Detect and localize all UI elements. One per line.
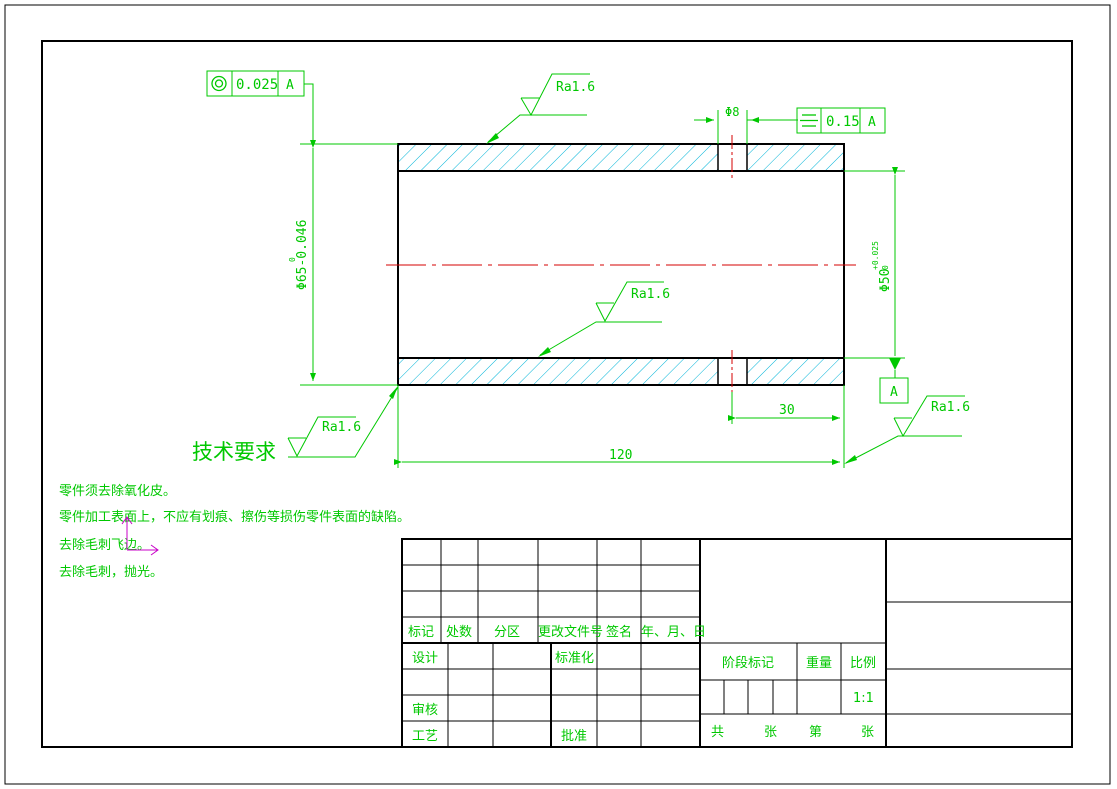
datum-label: A bbox=[890, 385, 898, 400]
tech-requirement-item: 去除毛刺，抛光。 bbox=[59, 565, 163, 580]
header-count: 处数 bbox=[446, 625, 472, 640]
hole-diameter-text: Φ8 bbox=[725, 105, 739, 119]
dimension-lines bbox=[288, 83, 962, 468]
tech-requirements-title: 技术要求 bbox=[192, 440, 276, 464]
inner-diameter-dimension: Φ50 +0.025 0 bbox=[871, 241, 893, 292]
header-zone: 分区 bbox=[494, 625, 520, 640]
roughness-label-left: Ra1.6 bbox=[322, 420, 361, 435]
outer-sheet-border bbox=[4, 4, 1111, 785]
tech-requirement-item: 去除毛刺飞边。 bbox=[59, 538, 150, 553]
label-review: 审核 bbox=[412, 703, 438, 718]
tech-requirement-item: 零件加工表面上，不应有划痕、擦伤等损伤零件表面的缺陷。 bbox=[59, 509, 410, 525]
header-date: 年、月、日 bbox=[641, 625, 706, 640]
symmetry-tolerance-frame: 0.15 A bbox=[796, 107, 886, 134]
hatch-top-right bbox=[747, 144, 844, 171]
label-weight: 重量 bbox=[806, 655, 832, 671]
symmetry-value: 0.15 bbox=[826, 114, 860, 130]
label-standardize: 标准化 bbox=[555, 651, 594, 666]
part-section-view bbox=[386, 135, 856, 392]
slot-offset-text: 30 bbox=[779, 403, 795, 418]
title-block-text: 标记 处数 分区 更改文件号 签名 年、月、日 设计 标准化 审核 工艺 批准 … bbox=[408, 624, 876, 744]
roughness-label-top: Ra1.6 bbox=[556, 80, 595, 95]
label-approve: 批准 bbox=[561, 729, 587, 744]
title-block-grid bbox=[401, 538, 1073, 748]
label-sheet-no: 第 bbox=[809, 725, 822, 740]
roughness-symbols bbox=[287, 73, 965, 458]
outer-diameter-upper: 0 bbox=[288, 257, 297, 262]
outer-diameter-dimension: Φ65-0.046 0 bbox=[288, 220, 310, 290]
tech-requirement-item: 零件须去除氧化皮。 bbox=[59, 484, 176, 499]
datum-feature: A bbox=[879, 358, 909, 404]
length-text: 120 bbox=[609, 448, 632, 463]
roughness-label-bore: Ra1.6 bbox=[631, 287, 670, 302]
coaxiality-value: 0.025 bbox=[236, 77, 278, 93]
ucs-icon bbox=[121, 516, 159, 556]
symmetry-datum: A bbox=[868, 115, 876, 130]
header-signature: 签名 bbox=[606, 624, 632, 640]
label-sheet-total: 共 bbox=[711, 725, 724, 740]
inner-diameter-upper: +0.025 bbox=[871, 241, 880, 270]
label-scale: 比例 bbox=[850, 656, 876, 671]
header-mark: 标记 bbox=[408, 625, 434, 640]
hatch-top-left bbox=[398, 144, 718, 171]
coaxiality-datum: A bbox=[286, 78, 294, 93]
header-change-doc: 更改文件号 bbox=[538, 625, 603, 640]
label-stage-mark: 阶段标记 bbox=[722, 656, 774, 671]
outer-diameter-text: Φ65-0.046 bbox=[295, 220, 310, 290]
label-sheet-unit: 张 bbox=[861, 725, 874, 740]
inner-diameter-lower: 0 bbox=[881, 265, 890, 270]
scale-value: 1:1 bbox=[853, 691, 874, 706]
label-design: 设计 bbox=[412, 651, 438, 666]
coaxiality-tolerance-frame: 0.025 A bbox=[206, 70, 305, 97]
symmetry-symbol-icon bbox=[800, 114, 818, 127]
roughness-label-right: Ra1.6 bbox=[931, 400, 970, 415]
label-process: 工艺 bbox=[412, 729, 438, 744]
label-sheet-unit: 张 bbox=[764, 725, 777, 740]
inner-diameter-text: Φ50 bbox=[878, 269, 893, 292]
coaxiality-symbol-icon bbox=[211, 75, 227, 92]
hatch-bottom-left bbox=[398, 358, 718, 385]
hatch-bottom-right bbox=[747, 358, 844, 385]
leader-arrowheads bbox=[389, 133, 857, 464]
